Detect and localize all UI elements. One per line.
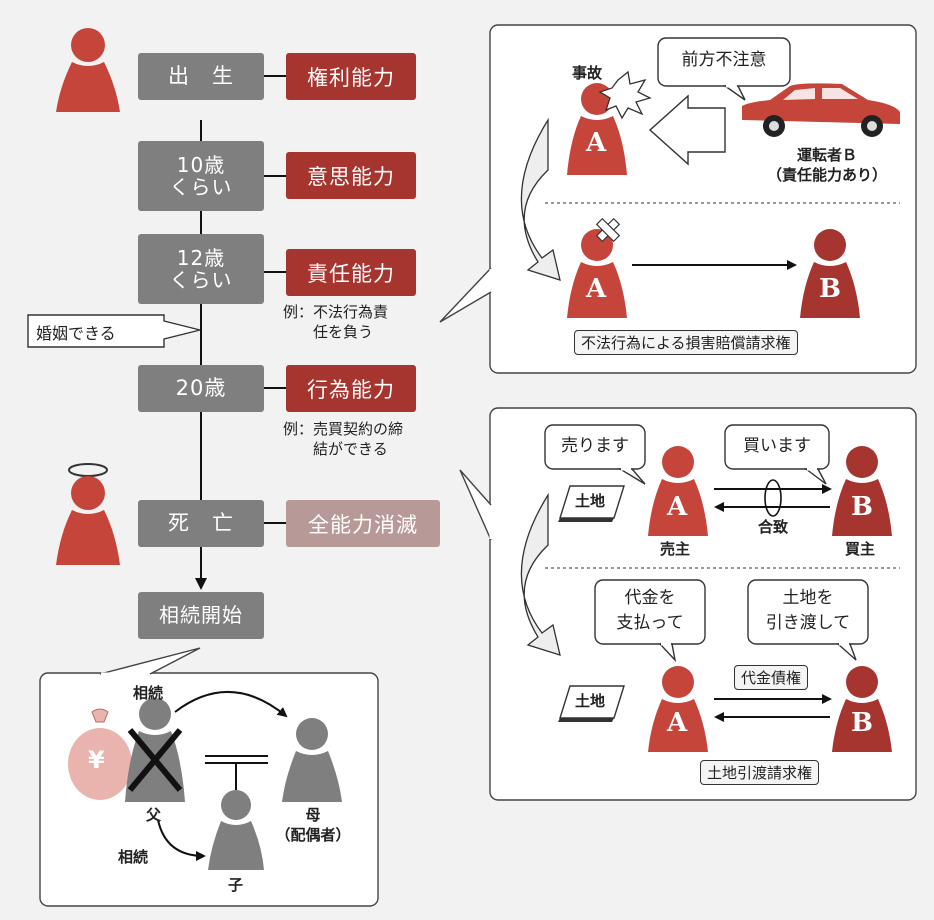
impact-arrow [648, 94, 726, 166]
tort-example-note: 例：不法行為責 任を負う [283, 303, 389, 342]
tort-claim-label: 不法行為による損害賠償請求権 [574, 330, 798, 355]
person-death-figure [56, 463, 120, 565]
driver-label: 運転者Ｂ （責任能力あり） [766, 146, 887, 184]
marriage-callout [27, 314, 201, 348]
father-figure [125, 698, 185, 802]
marriage-label: 婚姻できる [36, 324, 116, 343]
timeline-death: 死 亡 [138, 500, 264, 547]
burst-icon [598, 70, 652, 120]
agreement-label: 合致 [758, 518, 789, 536]
capacity-will: 意思能力 [286, 152, 416, 199]
contract-example-note: 例：売買契約の締 結ができる [283, 420, 404, 459]
buy-bubble: 買います [743, 436, 811, 456]
child-label: 子 [228, 876, 244, 894]
land-claim-label: 土地引渡請求権 [700, 760, 820, 785]
seller-letter: A [667, 492, 688, 522]
land-card-2: 土地 [575, 692, 606, 710]
tort-a-top-letter: A [586, 128, 607, 158]
timeline-arrow [195, 578, 207, 590]
seller-figure [648, 446, 708, 536]
creditor-a-figure [648, 666, 708, 752]
tort-a-bottom-letter: A [586, 274, 607, 304]
father-label: 父 [146, 806, 162, 824]
money-bag-icon [68, 708, 132, 800]
bandage-icon [595, 217, 621, 243]
buyer-letter: B [851, 492, 873, 522]
capacity-responsibility: 責任能力 [286, 249, 416, 296]
deceased-x-mark [127, 728, 183, 792]
pay-bubble: 代金を 支払って [616, 588, 684, 633]
capacity-all-lost: 全能力消滅 [286, 500, 440, 547]
deliver-bubble: 土地を 引き渡して [765, 588, 851, 633]
mother-label: 母 （配偶者） [275, 806, 351, 844]
timeline-inheritance-start: 相続開始 [138, 592, 264, 639]
inherit-label-1: 相続 [133, 684, 164, 702]
carelessness-bubble: 前方不注意 [681, 50, 767, 70]
timeline-birth: 出 生 [138, 53, 264, 100]
price-claim-label: 代金債権 [734, 665, 809, 690]
tort-b-letter: B [819, 274, 841, 304]
tort-person-b [800, 229, 860, 318]
creditor-a-letter: A [667, 708, 688, 738]
transition-arrow-2 [520, 492, 561, 656]
seller-label: 売主 [660, 540, 691, 558]
buyer-label: 買主 [845, 540, 876, 558]
inheritance-panel [39, 672, 379, 907]
capacity-conduct: 行為能力 [286, 365, 416, 412]
creditor-b-figure [832, 666, 892, 752]
person-birth-figure [56, 28, 120, 112]
land-card-1: 土地 [575, 492, 606, 510]
transition-arrow-1 [520, 117, 561, 281]
mother-figure [282, 718, 342, 802]
timeline-age20: 20歳 [138, 365, 264, 412]
inherit-label-2: 相続 [118, 848, 149, 866]
car-icon [742, 83, 900, 137]
child-figure [208, 790, 264, 870]
capacity-rights: 権利能力 [286, 53, 416, 100]
yen-symbol: ¥ [88, 746, 105, 774]
creditor-b-letter: B [851, 708, 873, 738]
sell-bubble: 売ります [561, 436, 629, 456]
accident-label: 事故 [572, 64, 603, 82]
buyer-figure [832, 446, 892, 536]
timeline-age12: 12歳 くらい [138, 234, 264, 304]
timeline-age10: 10歳 くらい [138, 141, 264, 211]
